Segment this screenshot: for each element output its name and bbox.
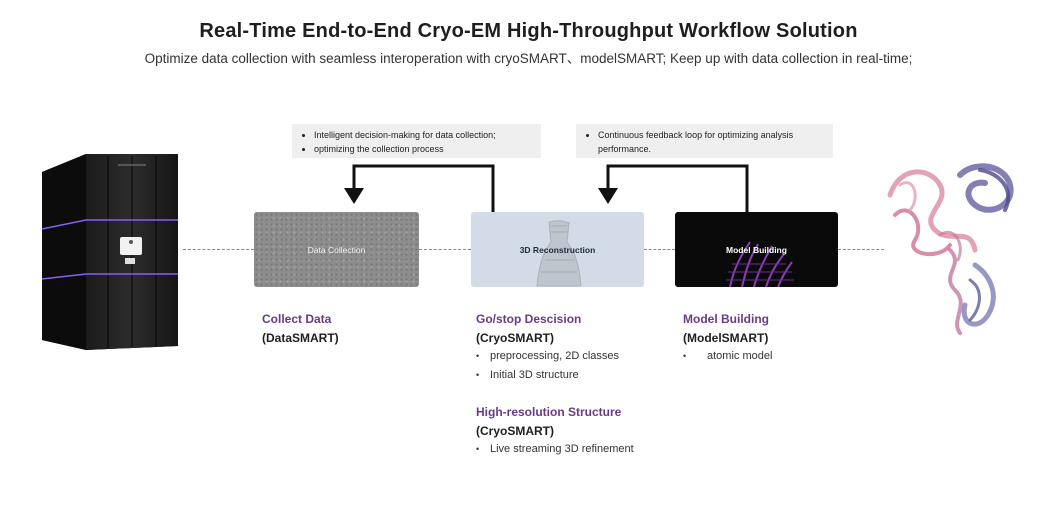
stage-label-data-collection: Data Collection bbox=[307, 244, 366, 255]
stage-data-collection: Data Collection bbox=[254, 212, 419, 287]
feedback-note-2-line-1: Continuous feedback loop for optimizing … bbox=[598, 128, 825, 156]
collect-data-heading: Collect Data bbox=[262, 312, 332, 326]
cryo-em-microscope-icon bbox=[41, 154, 178, 350]
page-title: Real-Time End-to-End Cryo-EM High-Throug… bbox=[199, 20, 858, 42]
feedback-arrow-1 bbox=[344, 164, 495, 212]
stage-label-model-building: Model Building bbox=[726, 244, 787, 255]
flow-line-4 bbox=[838, 249, 884, 250]
protein-structure-icon bbox=[887, 163, 1014, 335]
stage-label-3d-reconstruction: 3D Reconstruction bbox=[519, 244, 596, 255]
density-map-icon bbox=[536, 220, 582, 287]
feedback-arrow-2 bbox=[598, 164, 749, 212]
high-resolution-heading: High-resolution Structure bbox=[476, 405, 622, 419]
flow-line-2 bbox=[419, 249, 471, 250]
collect-data-tool: (DataSMART) bbox=[262, 331, 339, 345]
flow-line-3 bbox=[644, 249, 675, 250]
reconstruct-bullet-1: preprocessing, 2D classes bbox=[476, 350, 619, 362]
reconstruct-bullet-2: Initial 3D structure bbox=[476, 369, 579, 381]
high-resolution-bullet-1: Live streaming 3D refinement bbox=[476, 443, 634, 455]
feedback-note-1-line-1: Intelligent decision-making for data col… bbox=[314, 128, 533, 142]
model-building-heading: Model Building bbox=[683, 312, 769, 326]
go-stop-decision-heading: Go/stop Descision bbox=[476, 312, 582, 326]
go-stop-decision-tool: (CryoSMART) bbox=[476, 331, 554, 345]
high-resolution-tool: (CryoSMART) bbox=[476, 424, 554, 438]
feedback-note-2: Continuous feedback loop for optimizing … bbox=[576, 124, 833, 158]
atomic-model-icon bbox=[726, 241, 794, 287]
stage-3d-reconstruction: 3D Reconstruction bbox=[471, 212, 644, 287]
flow-line-1 bbox=[183, 249, 254, 250]
model-building-bullet-1: atomic model bbox=[683, 350, 772, 362]
feedback-note-1: Intelligent decision-making for data col… bbox=[292, 124, 541, 158]
page-subtitle: Optimize data collection with seamless i… bbox=[144, 51, 913, 66]
stage-model-building: Model Building bbox=[675, 212, 838, 287]
model-building-tool: (ModelSMART) bbox=[683, 331, 769, 345]
feedback-note-1-line-2: optimizing the collection process bbox=[314, 142, 533, 156]
